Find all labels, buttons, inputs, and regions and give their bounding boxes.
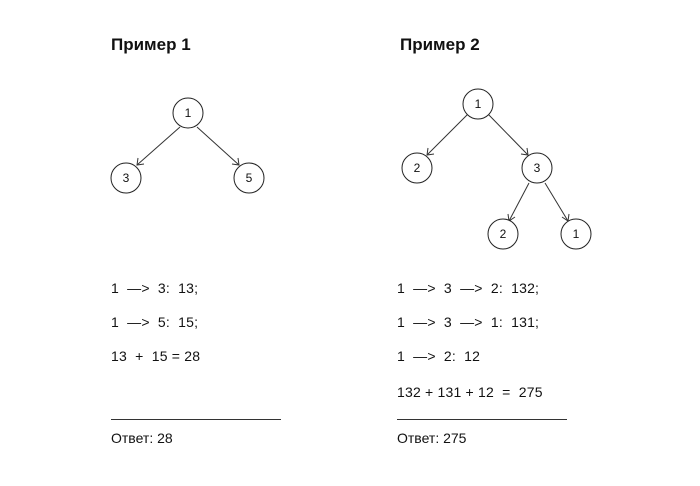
node-label: 2 xyxy=(500,227,507,241)
edge-1-2 xyxy=(426,112,470,156)
answer: Ответ: 275 xyxy=(397,430,467,446)
arrowhead xyxy=(231,157,240,166)
arrowhead xyxy=(520,147,529,156)
path-line: 1 —> 3: 13; xyxy=(111,280,199,296)
edge-1-5 xyxy=(196,126,240,166)
node-label: 2 xyxy=(414,161,421,175)
edge-3-1 xyxy=(544,182,569,222)
tree-node: 5 xyxy=(233,162,265,194)
tree-node: 1 xyxy=(172,97,204,129)
arrowhead xyxy=(136,157,145,166)
node-label: 1 xyxy=(573,227,580,241)
edge-1-3 xyxy=(136,126,181,166)
sum-line: 132 + 131 + 12 = 275 xyxy=(397,384,543,400)
node-label: 1 xyxy=(475,97,482,111)
sum-line: 13 + 15 = 28 xyxy=(111,348,201,364)
answer: Ответ: 28 xyxy=(111,430,173,446)
tree-node: 3 xyxy=(521,152,553,184)
path-line: 1 —> 3 —> 2: 132; xyxy=(397,280,540,296)
node-label: 1 xyxy=(185,106,192,120)
node-label: 5 xyxy=(246,171,253,185)
arrowhead xyxy=(426,147,435,156)
path-line: 1 —> 5: 15; xyxy=(111,314,199,330)
divider xyxy=(397,419,567,420)
tree-node: 1 xyxy=(462,88,494,120)
divider xyxy=(111,419,281,420)
path-line: 1 —> 2: 12 xyxy=(397,348,481,364)
example-1-title: Пример 1 xyxy=(111,35,191,54)
node-label: 3 xyxy=(534,161,541,175)
example-2-title: Пример 2 xyxy=(400,35,480,54)
tree-node: 1 xyxy=(560,218,592,250)
path-line: 1 —> 3 —> 1: 131; xyxy=(397,314,540,330)
tree-node: 2 xyxy=(401,152,433,184)
tree-node: 3 xyxy=(110,162,142,194)
tree-node: 2 xyxy=(487,218,519,250)
node-label: 3 xyxy=(123,171,130,185)
edge-1-3 xyxy=(486,112,529,156)
edge-3-2 xyxy=(508,182,530,222)
